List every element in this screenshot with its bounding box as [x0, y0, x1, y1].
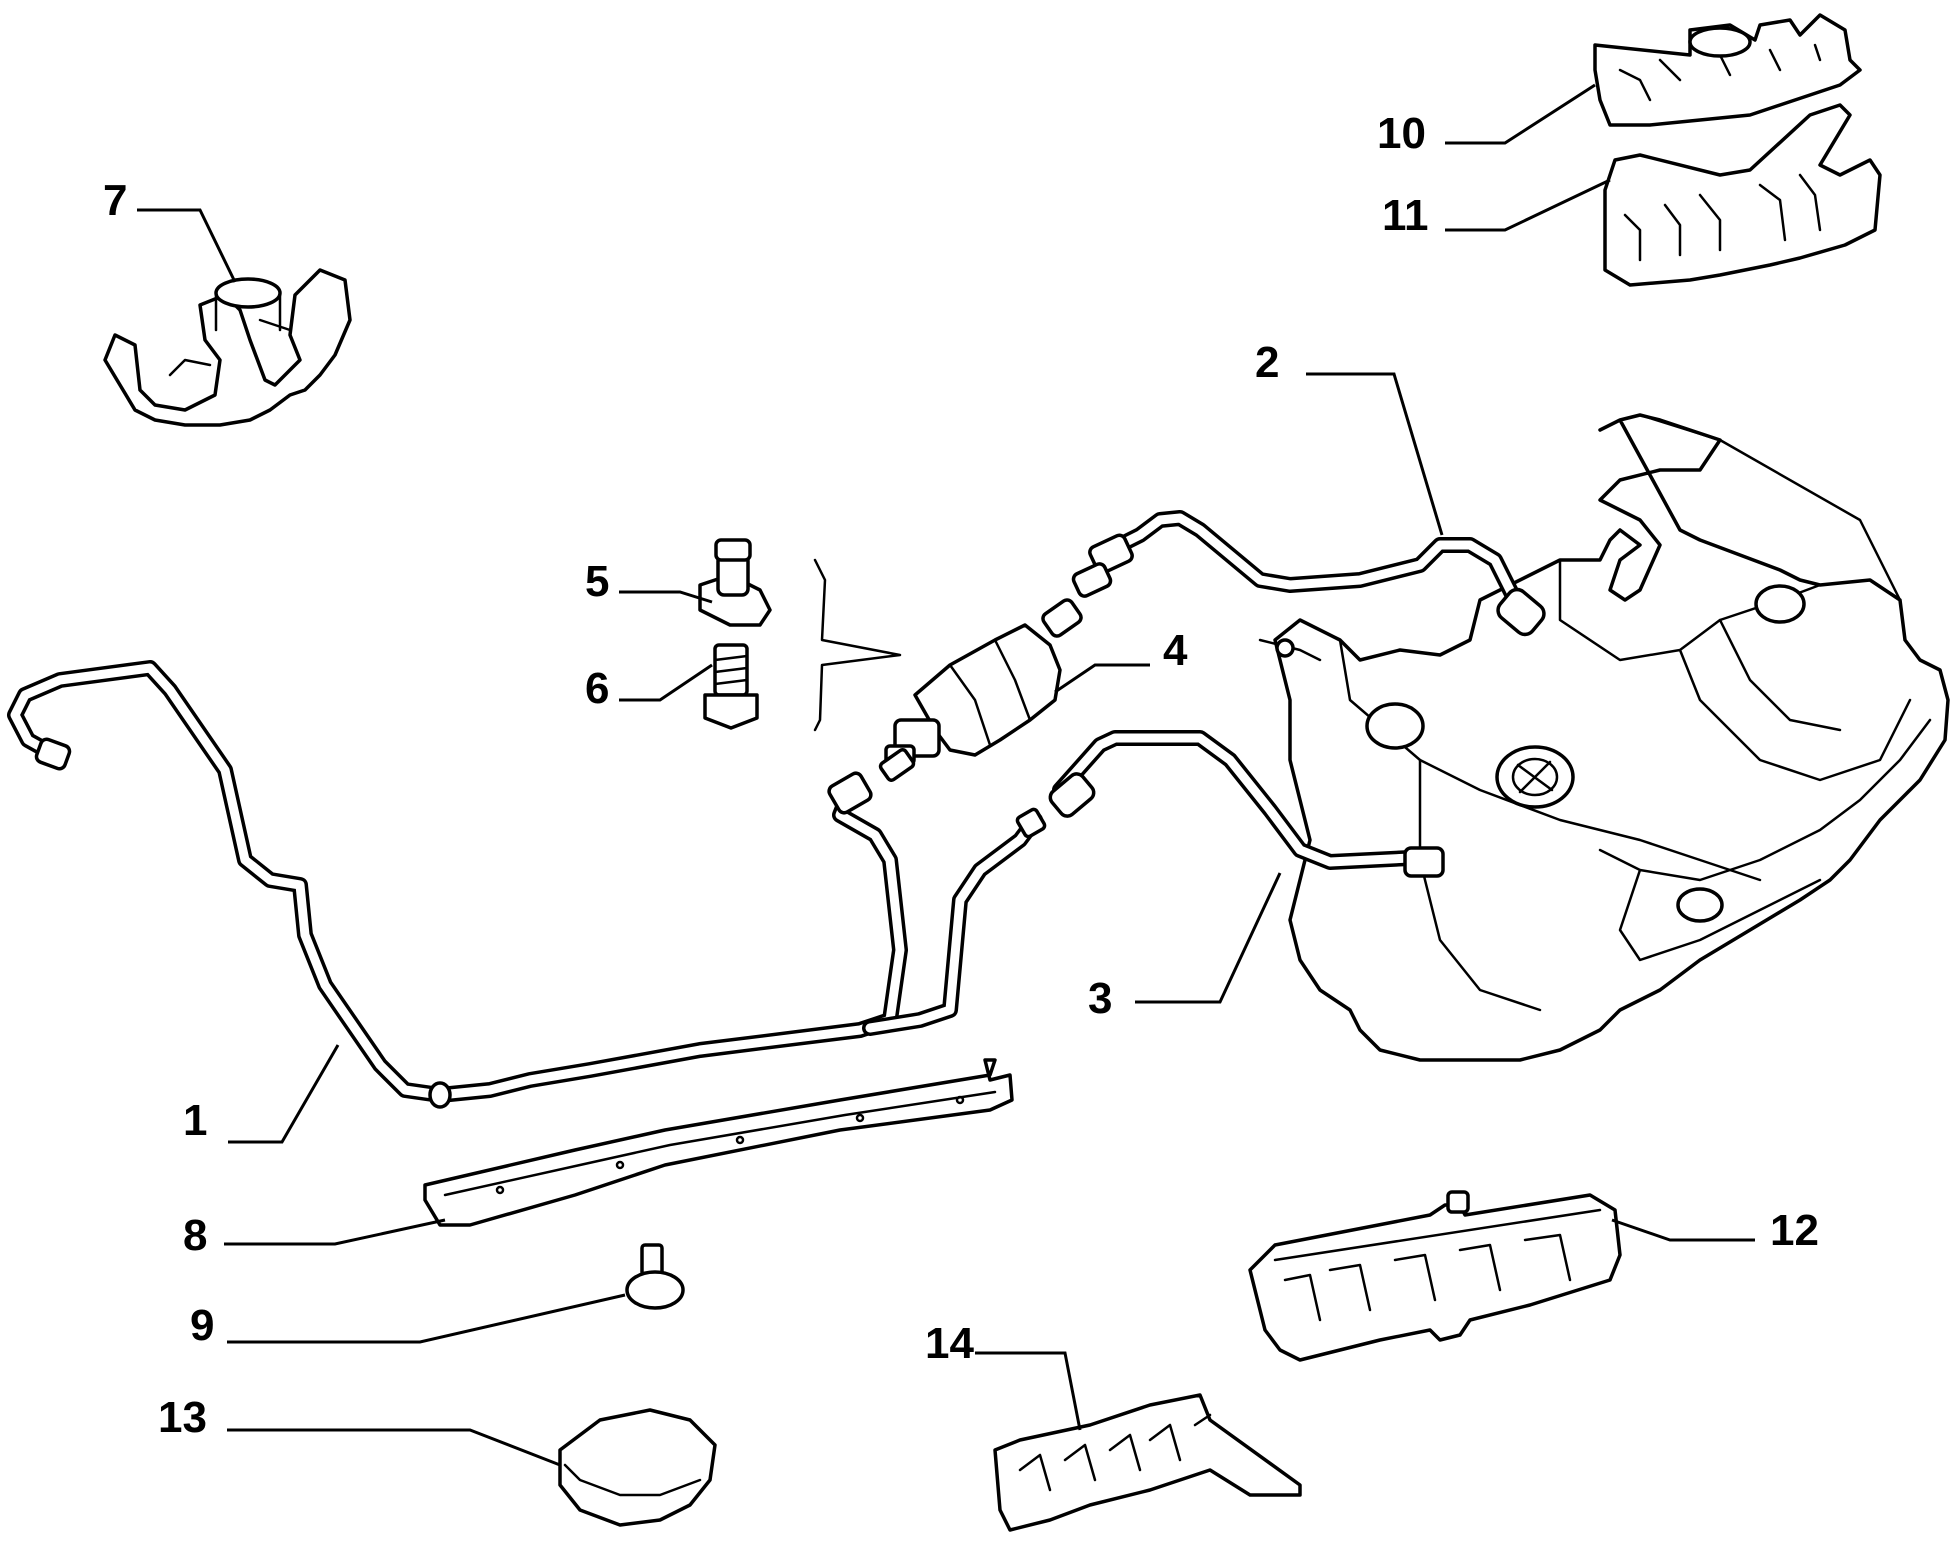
fuel-line-2 — [1071, 510, 1546, 637]
callout-4: 4 — [1163, 626, 1188, 675]
bolt-9 — [625, 1243, 685, 1310]
callout-3: 3 — [1088, 974, 1112, 1023]
fitting-5 — [698, 538, 772, 627]
fuel-tank — [1258, 413, 1950, 1062]
screw-6 — [703, 643, 759, 730]
cap-13 — [558, 1408, 717, 1527]
callout-12: 12 — [1770, 1206, 1819, 1255]
callout-14: 14 — [925, 1319, 974, 1368]
callout-13: 13 — [158, 1393, 207, 1442]
clip-rack-14 — [993, 1393, 1302, 1532]
clip-rack-11 — [1603, 103, 1882, 287]
fuel-filter — [878, 598, 1083, 782]
fuel-line-1 — [7, 660, 1047, 1109]
callout-6: 6 — [585, 664, 609, 713]
leader-lines — [137, 83, 1755, 1467]
clip-rack-10 — [1593, 13, 1862, 127]
clip-rack-12 — [1248, 1190, 1622, 1362]
callout-9: 9 — [190, 1301, 214, 1350]
callout-11: 11 — [1382, 191, 1429, 240]
callout-2: 2 — [1255, 338, 1279, 387]
callout-7: 7 — [103, 176, 127, 225]
callout-1: 1 — [183, 1096, 207, 1145]
rail-8 — [423, 1058, 1014, 1227]
bracket-5-6 — [813, 558, 902, 732]
callout-5: 5 — [585, 557, 609, 606]
fuel-line-3 — [1048, 730, 1445, 878]
callout-8: 8 — [183, 1211, 207, 1260]
clip-7 — [103, 268, 352, 427]
callout-10: 10 — [1377, 109, 1426, 158]
